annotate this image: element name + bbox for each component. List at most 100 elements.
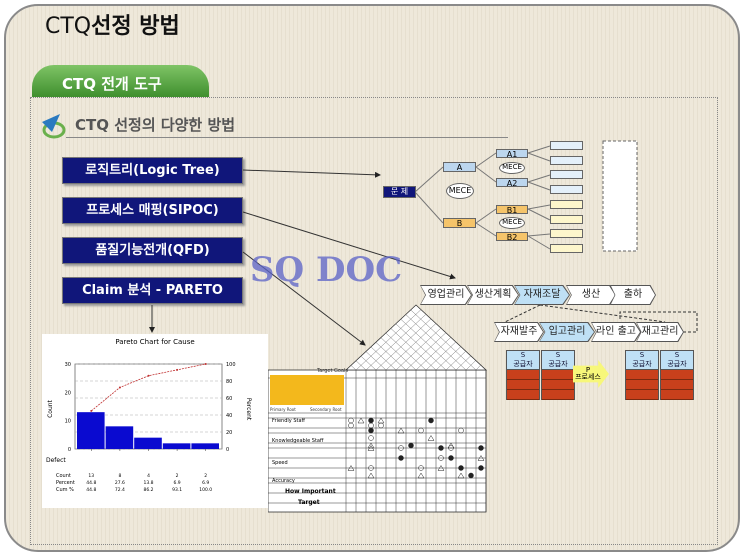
qfd-roof-line — [385, 333, 427, 371]
pareto-bar — [134, 437, 162, 449]
y-tick: 30 — [65, 362, 71, 368]
subprocess-step: 재고관리 — [637, 323, 683, 341]
qfd-symbol-medium — [418, 427, 424, 434]
method-pareto[interactable]: Claim 분석 - PARETO — [62, 277, 243, 304]
row-label-percent: Percent — [56, 480, 75, 486]
tree-node-a2: A2 — [496, 178, 528, 188]
qfd-symbol-strong — [408, 442, 414, 449]
qfd-row-4: Accuracy — [272, 478, 295, 484]
row-label-cum: Cum % — [56, 487, 74, 493]
qfd-roof-line — [390, 328, 437, 371]
qfd-roof-line — [365, 351, 387, 371]
process-step: 출하 — [611, 286, 655, 304]
qfd-symbol-weak — [477, 455, 485, 461]
qfd-symbol-medium — [398, 445, 404, 451]
qfd-roof-line — [385, 323, 437, 371]
qfd-symbol-strong — [478, 445, 484, 451]
tree-node-b2: B2 — [496, 232, 528, 242]
qfd-roof-line — [370, 346, 397, 371]
cumulative-point — [147, 374, 150, 377]
qfd-roof-line — [415, 337, 452, 371]
qfd-row-3: Speed — [272, 460, 288, 466]
subprocess-step: 입고관리 — [540, 323, 594, 341]
qfd-symbol-strong — [398, 455, 404, 461]
qfd-symbol-weak — [427, 435, 435, 441]
pareto-bar — [162, 443, 191, 449]
method-sipoc[interactable]: 프로세스 매핑(SIPOC) — [62, 197, 243, 224]
qfd-roof-line — [475, 364, 482, 371]
table-cell: 72.4 — [115, 487, 125, 493]
cumulative-line — [91, 363, 206, 412]
qfd-symbol-strong — [458, 465, 464, 471]
qfd-roof-line — [395, 323, 447, 371]
pareto-bar — [77, 412, 105, 449]
y2-tick: 100 — [226, 362, 236, 368]
qfd-symbol-weak — [367, 442, 375, 449]
qfd-symbol-medium — [458, 427, 464, 434]
qfd-symbol-strong — [368, 417, 374, 424]
tree-leaf — [550, 156, 583, 165]
y-tick: 0 — [68, 447, 71, 453]
page-title: CTQ선정 방법 — [45, 8, 180, 40]
qfd-roof-line — [395, 327, 442, 371]
qfd-symbol-strong — [468, 472, 474, 479]
table-cell: 2 — [204, 473, 207, 479]
y2-tick: 40 — [226, 413, 232, 419]
tree-leaf — [550, 244, 583, 253]
cumulative-point — [90, 409, 93, 412]
qfd-symbol-strong — [428, 417, 434, 424]
pin-icon — [42, 114, 66, 139]
subtitle: CTQ 선정의 다양한 방법 — [75, 116, 236, 134]
row-label-count: Count — [56, 473, 71, 479]
qfd-roof-line — [465, 360, 477, 371]
target-goals-label: Target Goals — [317, 368, 349, 374]
qfd-roof-line — [455, 355, 472, 371]
qfd-symbol-medium — [378, 422, 384, 429]
qfd-symbol-strong — [368, 427, 374, 434]
qfd-symbol-medium — [368, 465, 374, 471]
y2-tick: 0 — [226, 447, 229, 453]
method-qfd[interactable]: 품질기능전개(QFD) — [62, 237, 243, 264]
tree-leaf — [550, 170, 583, 179]
qfd-primary: Primary Root — [270, 407, 296, 412]
table-cell: 6.9 — [174, 480, 181, 486]
table-cell: 4 — [147, 473, 150, 479]
process-step: 생산 — [567, 286, 615, 304]
mece-bubble-b: MECE — [499, 217, 525, 229]
qfd-roof-line — [375, 318, 432, 371]
chart-title: Pareto Chart for Cause — [115, 338, 194, 346]
table-cell: 13 — [88, 473, 94, 479]
subprocess-step: 자재발주 — [495, 323, 543, 341]
qfd-symbol-weak — [437, 465, 445, 471]
process-step: 자재조달 — [515, 286, 569, 304]
qfd-roof-line — [350, 365, 357, 371]
watermark: SQ DOC — [250, 250, 403, 290]
mece-bubble-a: MECE — [499, 162, 525, 174]
tree-leaf — [550, 229, 583, 238]
y-label: Count — [47, 399, 54, 417]
table-cell: 27.6 — [115, 480, 125, 486]
qfd-secondary: Secondary Root — [310, 407, 342, 412]
pareto-svg: Pareto Chart for Cause020406080100010203… — [46, 338, 252, 493]
qfd-roof-line — [375, 342, 407, 371]
y2-tick: 20 — [226, 430, 232, 436]
qfd-roof-line — [380, 337, 417, 371]
qfd-house — [268, 304, 488, 513]
table-cell: 2 — [176, 473, 179, 479]
qfd-symbol-medium — [448, 445, 454, 451]
tree-leaf — [550, 200, 583, 209]
qfd-how-important: How Important — [285, 488, 336, 495]
qfd-roof-line — [400, 319, 457, 371]
tree-node-b1: B1 — [496, 205, 528, 215]
qfd-row-2: Knowledgeable Staff — [272, 438, 324, 444]
method-logic-tree[interactable]: 로직트리(Logic Tree) — [62, 157, 243, 184]
y-tick: 20 — [65, 390, 71, 396]
qfd-symbol-weak — [447, 442, 455, 449]
